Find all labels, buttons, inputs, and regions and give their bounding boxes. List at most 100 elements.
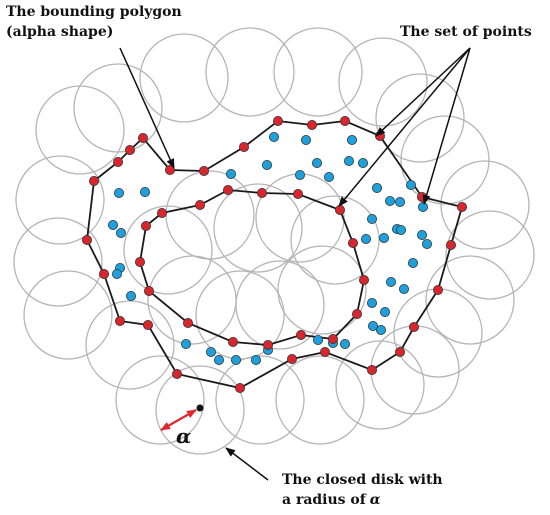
boundary-vertex <box>351 308 362 319</box>
boundary-vertex <box>394 346 405 357</box>
alpha-disk <box>139 33 229 123</box>
boundary-vertex <box>113 156 124 167</box>
interior-point <box>378 232 389 243</box>
polygon-label-line2: (alpha shape) <box>6 24 113 40</box>
interior-point <box>108 219 119 230</box>
boundary-vertex <box>140 220 151 231</box>
alpha-disk <box>205 27 295 117</box>
alpha-disk <box>23 270 113 360</box>
interior-point <box>268 131 279 142</box>
interior-point <box>346 134 357 145</box>
interior-point <box>366 213 377 224</box>
alpha-disk <box>13 217 103 307</box>
alpha-disk <box>335 340 425 430</box>
boundary-vertex <box>456 201 467 212</box>
interior-point <box>300 134 311 145</box>
boundary-vertex <box>115 315 126 326</box>
disk-center-dot <box>196 404 204 412</box>
boundary-vertex <box>82 234 93 245</box>
interior-point <box>367 320 378 331</box>
labels: The bounding polygon (alpha shape) The s… <box>6 4 532 508</box>
boundary-vertex <box>432 284 443 295</box>
alpha-disk <box>277 245 367 335</box>
interior-point <box>213 354 224 365</box>
alpha-disk <box>375 73 465 163</box>
alpha-disk <box>273 27 363 117</box>
interior-point <box>205 346 216 357</box>
interior-point <box>385 276 396 287</box>
disk-label-prefix: a radius of <box>282 492 367 508</box>
boundary-vertex <box>89 175 100 186</box>
boundary-vertex <box>292 188 303 199</box>
boundary-vertex <box>408 321 419 332</box>
boundary-vertex <box>156 207 167 218</box>
boundary-vertex <box>182 317 193 328</box>
interior-point <box>343 155 354 166</box>
interior-point <box>384 195 395 206</box>
alpha-disk <box>275 355 365 445</box>
interior-point <box>139 186 150 197</box>
disk-label-alpha: α <box>370 492 381 508</box>
alpha-disk <box>155 365 245 455</box>
points-annotation-arrow-2 <box>338 47 471 207</box>
alpha-disk <box>440 160 530 250</box>
interior-point <box>360 233 371 244</box>
boundary-vertex <box>295 329 306 340</box>
disk-label-line1: The closed disk with <box>282 472 443 488</box>
boundary-vertex <box>366 364 377 375</box>
interior-point <box>398 283 409 294</box>
boundary-vertex <box>137 132 148 143</box>
boundary-vertex <box>125 144 136 155</box>
annotation-arrows <box>119 47 471 481</box>
interior-point <box>405 179 416 190</box>
boundary-vertex <box>194 199 205 210</box>
boundary-vertex <box>339 116 350 127</box>
disk-annotation-arrow <box>225 447 269 481</box>
alpha-disk <box>290 195 380 285</box>
boundary-vertex <box>327 333 338 344</box>
radius-indicator: α <box>160 404 204 448</box>
alpha-disk <box>85 300 175 390</box>
alpha-disk <box>115 355 205 445</box>
interior-point <box>225 168 236 179</box>
interior-point <box>126 290 137 301</box>
interior-point <box>407 257 418 268</box>
alpha-disk <box>213 183 303 273</box>
interior-point <box>312 334 323 345</box>
interior-point <box>180 338 191 349</box>
boundary-vertex <box>358 274 369 285</box>
interior-points <box>108 131 432 365</box>
boundary-vertex <box>234 382 245 393</box>
interior-point <box>416 229 427 240</box>
alpha-disk <box>338 37 428 127</box>
interior-point <box>375 324 386 335</box>
alpha-disks <box>13 27 535 455</box>
points-annotation-arrow-3 <box>422 47 471 205</box>
alpha-disk <box>425 255 515 345</box>
alpha-disk <box>255 173 345 263</box>
points-annotation-arrow-1 <box>375 47 471 137</box>
boundary-vertex <box>347 237 358 248</box>
boundary-vertex <box>272 116 283 127</box>
interior-point <box>394 196 405 207</box>
boundary-vertex <box>99 268 110 279</box>
boundary-vertex <box>319 346 330 357</box>
boundary-vertex <box>256 187 267 198</box>
interior-point <box>417 201 428 212</box>
boundary-vertices <box>82 116 467 393</box>
interior-point <box>116 227 127 238</box>
interior-point <box>114 187 125 198</box>
alpha-disk <box>123 205 213 295</box>
boundary-vertex <box>142 319 153 330</box>
interior-point <box>311 157 322 168</box>
interior-point <box>371 182 382 193</box>
boundary-vertex <box>262 339 273 350</box>
alpha-disk <box>35 85 125 175</box>
points-label: The set of points <box>400 24 532 40</box>
alpha-disk <box>147 255 237 345</box>
interior-point <box>339 338 350 349</box>
polygon-annotation-arrow <box>119 47 175 169</box>
boundary-vertex <box>222 184 233 195</box>
